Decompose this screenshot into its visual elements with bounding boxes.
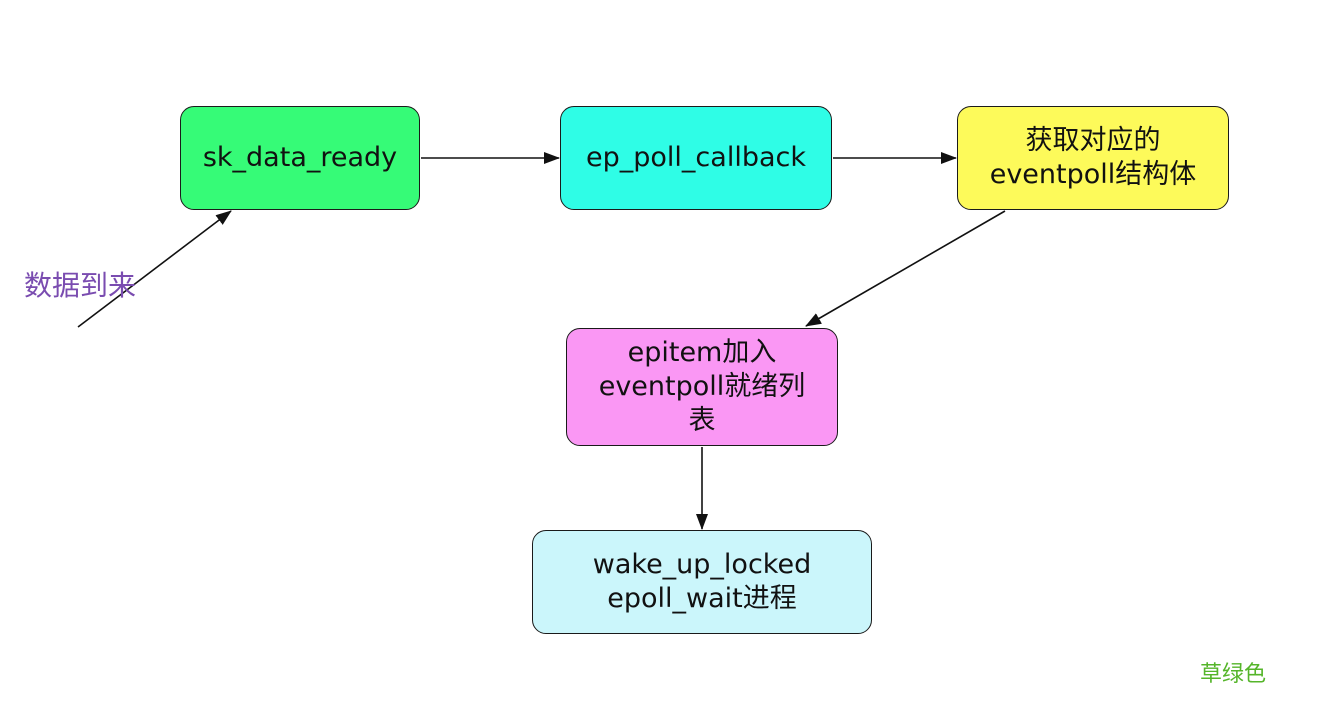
node-wake-up: wake_up_locked epoll_wait进程 <box>532 530 872 634</box>
arrow-data-arrival-to-sk-data-ready <box>77 210 232 328</box>
label-corner-note: 草绿色 <box>1200 662 1267 687</box>
node-get-eventpoll: 获取对应的 eventpoll结构体 <box>957 106 1229 210</box>
label-data-arrival: 数据到来 <box>24 269 137 302</box>
arrow-get-eventpoll-to-epitem-add <box>805 210 1006 327</box>
node-ep-poll-callback: ep_poll_callback <box>560 106 832 210</box>
node-epitem-add: epitem加入 eventpoll就绪列 表 <box>566 328 838 446</box>
node-sk-data-ready: sk_data_ready <box>180 106 420 210</box>
